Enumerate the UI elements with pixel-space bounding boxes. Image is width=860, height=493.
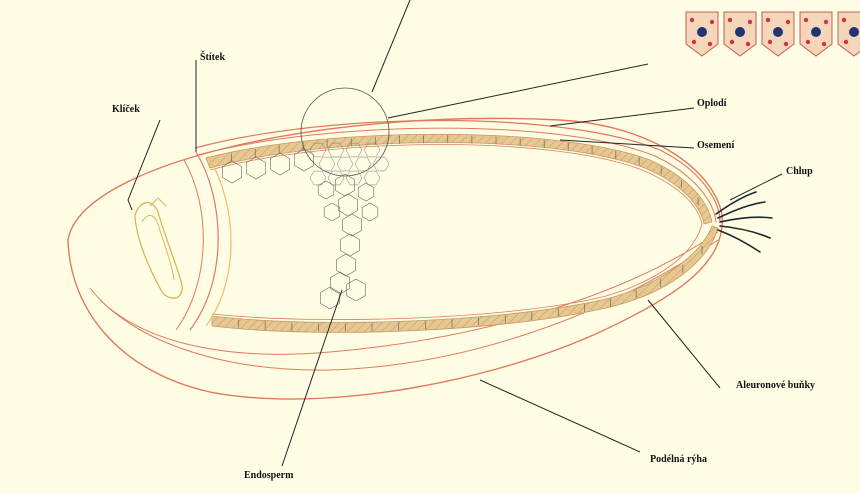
endosperm-cell	[358, 183, 374, 201]
label-klicek: Klíček	[112, 104, 140, 115]
endosperm-cell	[362, 203, 378, 221]
inset-granule	[786, 20, 790, 24]
aleurone-layer-bottom	[212, 226, 718, 332]
inset-nucleus	[811, 27, 821, 37]
label-podelna-ryha: Podélná rýha	[650, 454, 707, 465]
endosperm-cell	[343, 214, 362, 236]
label-aleuronove-bunky: Aleuronové buňky	[736, 380, 815, 391]
inset-granule	[842, 18, 846, 22]
inset-granule	[768, 40, 772, 44]
label-chlup: Chlup	[786, 166, 813, 177]
label-stitek: Štítek	[200, 52, 225, 63]
grain-shell-line	[90, 240, 718, 370]
inset-nucleus	[697, 27, 707, 37]
inset-granule	[824, 20, 828, 24]
inset-granule	[746, 42, 750, 46]
endosperm-cell	[271, 153, 290, 175]
inset-granule	[728, 18, 732, 22]
inset-nucleus	[773, 27, 783, 37]
inset-nucleus	[849, 27, 859, 37]
label-endosperm: Endosperm	[244, 470, 293, 481]
zoom-cell	[364, 171, 380, 185]
leader-lines	[128, 0, 782, 466]
inset-granule	[748, 20, 752, 24]
inset-granule	[730, 40, 734, 44]
inset-granule	[692, 40, 696, 44]
hairs	[716, 192, 772, 252]
aleurone-cells-inset	[686, 12, 860, 56]
endosperm-cell	[247, 157, 266, 179]
inset-granule	[784, 42, 788, 46]
scutellum	[190, 152, 218, 330]
zoom-cell	[337, 157, 353, 171]
embryo	[135, 203, 182, 299]
endosperm-cell	[341, 234, 360, 256]
inset-nucleus	[735, 27, 745, 37]
inset-granule	[822, 42, 826, 46]
inset-granule	[844, 40, 848, 44]
inset-granule	[804, 18, 808, 22]
inset-granule	[708, 42, 712, 46]
endosperm-cell	[339, 194, 358, 216]
label-oplodi: Oplodí	[697, 98, 726, 109]
inset-granule	[710, 20, 714, 24]
endosperm-cells	[223, 149, 378, 309]
zoom-cell	[310, 171, 326, 185]
label-osemeni: Osemení	[697, 140, 734, 151]
inset-granule	[806, 40, 810, 44]
endosperm-cell	[324, 203, 340, 221]
inset-granule	[766, 18, 770, 22]
inset-granule	[690, 18, 694, 22]
